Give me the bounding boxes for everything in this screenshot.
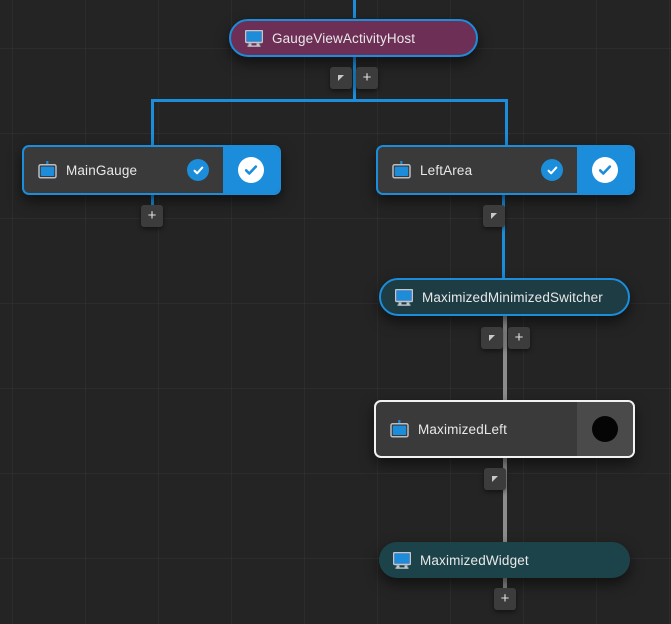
plus-icon: + bbox=[362, 69, 372, 86]
widget-icon bbox=[38, 160, 57, 180]
tool-collapse-maximized-left[interactable] bbox=[484, 468, 506, 490]
edge-host-down bbox=[353, 56, 356, 101]
node-label: MaximizedWidget bbox=[420, 552, 529, 568]
tool-collapse-left-area[interactable] bbox=[483, 205, 505, 227]
tool-add-main-gauge[interactable]: + bbox=[141, 205, 163, 227]
edge-left-area-to-switcher bbox=[502, 193, 505, 278]
node-body: MaximizedMinimizedSwitcher bbox=[381, 280, 628, 314]
node-label: GaugeViewActivityHost bbox=[272, 30, 416, 46]
monitor-icon bbox=[393, 551, 411, 569]
collapse-icon bbox=[492, 476, 498, 482]
tool-add-switcher[interactable]: + bbox=[508, 327, 530, 349]
edge-drop-left-area bbox=[505, 99, 508, 147]
monitor-icon bbox=[245, 29, 263, 47]
node-main-gauge[interactable]: MainGauge bbox=[22, 145, 281, 195]
tool-collapse-switcher[interactable] bbox=[481, 327, 503, 349]
node-maximized-widget[interactable]: MaximizedWidget bbox=[379, 542, 630, 578]
tool-add-host[interactable]: + bbox=[356, 67, 378, 89]
tool-collapse-host[interactable] bbox=[330, 67, 352, 89]
node-body: GaugeViewActivityHost bbox=[231, 21, 476, 55]
tool-add-maximized-widget[interactable]: + bbox=[494, 588, 516, 610]
node-gauge-view-activity-host[interactable]: GaugeViewActivityHost bbox=[229, 19, 478, 57]
node-body: LeftArea bbox=[378, 147, 577, 193]
plus-icon: + bbox=[500, 590, 510, 607]
edge-main-gauge-stub bbox=[151, 193, 154, 205]
node-body: MaximizedLeft bbox=[376, 402, 577, 456]
node-left-area[interactable]: LeftArea bbox=[376, 145, 635, 195]
node-maximized-left[interactable]: MaximizedLeft bbox=[374, 400, 635, 458]
check-badge-icon bbox=[541, 159, 563, 181]
plus-icon: + bbox=[514, 329, 524, 346]
monitor-icon bbox=[395, 288, 413, 306]
check-badge-icon bbox=[187, 159, 209, 181]
node-label: MaximizedLeft bbox=[418, 421, 507, 437]
plus-icon: + bbox=[147, 207, 157, 224]
edge-split-horizontal bbox=[151, 99, 508, 102]
edge-maximized-widget-stub bbox=[503, 578, 507, 590]
edge-drop-main-gauge bbox=[151, 99, 154, 147]
widget-icon bbox=[392, 160, 411, 180]
collapse-icon bbox=[338, 75, 344, 81]
edge-switcher-to-maximized-left bbox=[503, 316, 507, 401]
left-area-confirm-button[interactable] bbox=[577, 147, 633, 193]
node-body: MaximizedWidget bbox=[379, 542, 630, 578]
main-gauge-confirm-button[interactable] bbox=[223, 147, 279, 193]
collapse-icon bbox=[489, 335, 495, 341]
edge-top-stub bbox=[353, 0, 356, 18]
record-dot-icon bbox=[592, 416, 618, 442]
collapse-icon bbox=[491, 213, 497, 219]
node-label: LeftArea bbox=[420, 162, 473, 178]
check-circle-icon bbox=[238, 157, 264, 183]
node-body: MainGauge bbox=[24, 147, 223, 193]
node-maximized-minimized-switcher[interactable]: MaximizedMinimizedSwitcher bbox=[379, 278, 630, 316]
edge-maximized-left-to-widget bbox=[503, 457, 507, 542]
node-label: MaximizedMinimizedSwitcher bbox=[422, 289, 603, 305]
widget-icon bbox=[390, 419, 409, 439]
node-label: MainGauge bbox=[66, 162, 138, 178]
check-circle-icon bbox=[592, 157, 618, 183]
maximized-left-record-button[interactable] bbox=[577, 402, 633, 456]
